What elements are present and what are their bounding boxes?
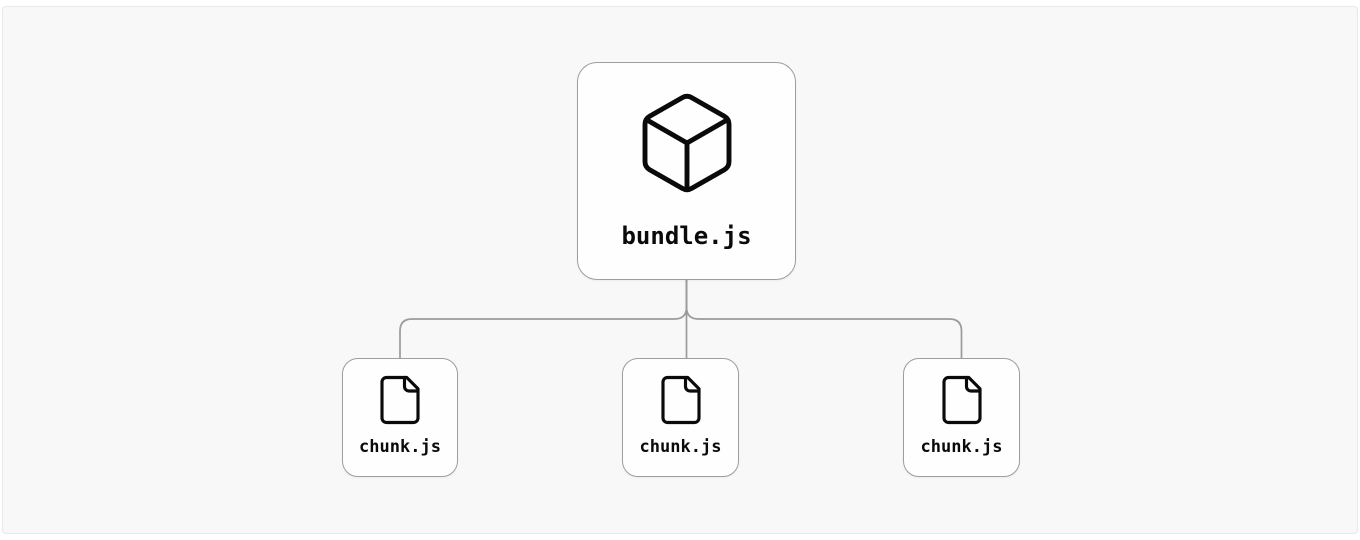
node-label: bundle.js — [621, 222, 752, 250]
file-icon — [935, 373, 989, 427]
box-icon — [631, 87, 743, 199]
file-icon — [654, 373, 708, 427]
file-icon — [373, 373, 427, 427]
node-bundle-js[interactable]: bundle.js — [577, 62, 796, 280]
node-chunk-js-3[interactable]: chunk.js — [903, 358, 1020, 477]
node-label: chunk.js — [920, 437, 1003, 457]
node-label: chunk.js — [359, 437, 441, 457]
node-label: chunk.js — [639, 437, 722, 457]
node-chunk-js-2[interactable]: chunk.js — [622, 358, 739, 477]
edge-bundle-to-chunk-right — [685, 280, 963, 358]
edge-bundle-to-chunk-left — [399, 280, 688, 358]
node-chunk-js-1[interactable]: chunk.js — [342, 358, 458, 477]
